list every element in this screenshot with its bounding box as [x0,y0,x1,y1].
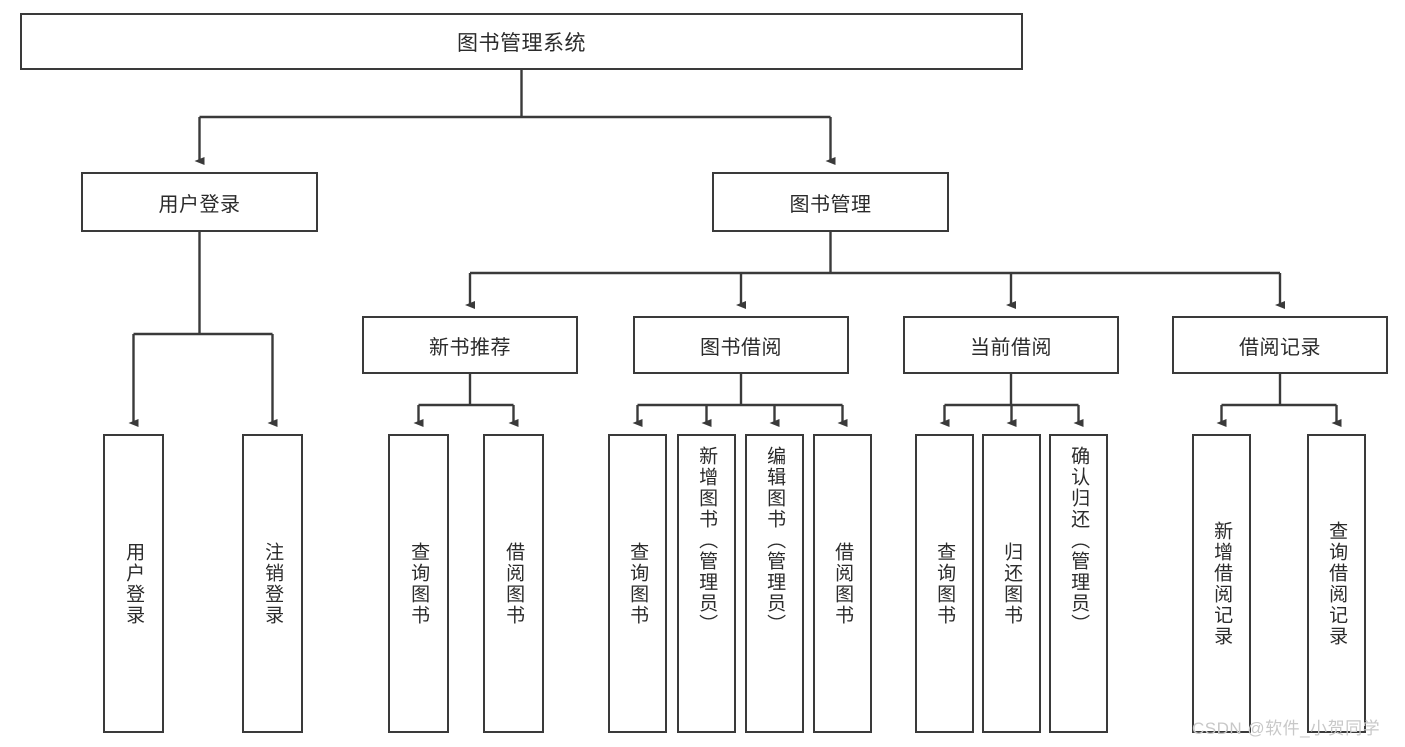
node-label: 查询图书 [934,541,956,626]
node-label: 图书管理系统 [457,31,586,55]
node-leaf-add-borrow-record[interactable]: 新增借阅记录 [1192,434,1251,733]
node-leaf-confirm-return-admin[interactable]: 确认归还（管理员） [1049,434,1108,733]
node-label: 归还图书 [1001,541,1023,626]
node-user-login[interactable]: 用户登录 [81,172,318,232]
node-current-borrow[interactable]: 当前借阅 [903,316,1119,374]
node-label: 查询图书 [408,541,430,626]
node-label: 编辑图书（管理员） [764,446,786,635]
node-label: 查询借阅记录 [1326,520,1348,647]
node-leaf-edit-book-admin[interactable]: 编辑图书（管理员） [745,434,804,733]
node-label: 注销登录 [262,541,284,626]
node-label: 新书推荐 [429,336,511,359]
node-root[interactable]: 图书管理系统 [20,13,1023,70]
node-label: 借阅图书 [832,541,854,626]
node-borrow-record[interactable]: 借阅记录 [1172,316,1388,374]
node-leaf-user-logout[interactable]: 注销登录 [242,434,303,733]
node-leaf-return-book[interactable]: 归还图书 [982,434,1041,733]
csdn-watermark: CSDN @软件_小贺同学 [1192,719,1381,738]
node-label: 新增图书（管理员） [696,446,718,635]
node-label: 图书管理 [789,193,872,216]
node-new-book-rec[interactable]: 新书推荐 [362,316,578,374]
node-label: 借阅图书 [503,541,525,626]
node-label: 用户登录 [123,541,145,626]
node-book-borrow[interactable]: 图书借阅 [633,316,849,374]
node-leaf-user-login[interactable]: 用户登录 [103,434,164,733]
node-label: 查询图书 [627,541,649,626]
node-leaf-add-book-admin[interactable]: 新增图书（管理员） [677,434,736,733]
node-label: 确认归还（管理员） [1068,446,1090,635]
node-leaf-rec-borrow-book[interactable]: 借阅图书 [483,434,544,733]
node-leaf-cur-query-book[interactable]: 查询图书 [915,434,974,733]
node-label: 当前借阅 [970,336,1052,359]
node-label: 图书借阅 [700,336,782,359]
node-leaf-borrow-query-book[interactable]: 查询图书 [608,434,667,733]
node-book-manage[interactable]: 图书管理 [712,172,949,232]
node-label: 借阅记录 [1239,336,1321,359]
node-leaf-query-borrow-record[interactable]: 查询借阅记录 [1307,434,1366,733]
node-leaf-borrow-book[interactable]: 借阅图书 [813,434,872,733]
node-leaf-rec-query-book[interactable]: 查询图书 [388,434,449,733]
node-label: 新增借阅记录 [1211,520,1233,647]
node-label: 用户登录 [158,193,241,216]
